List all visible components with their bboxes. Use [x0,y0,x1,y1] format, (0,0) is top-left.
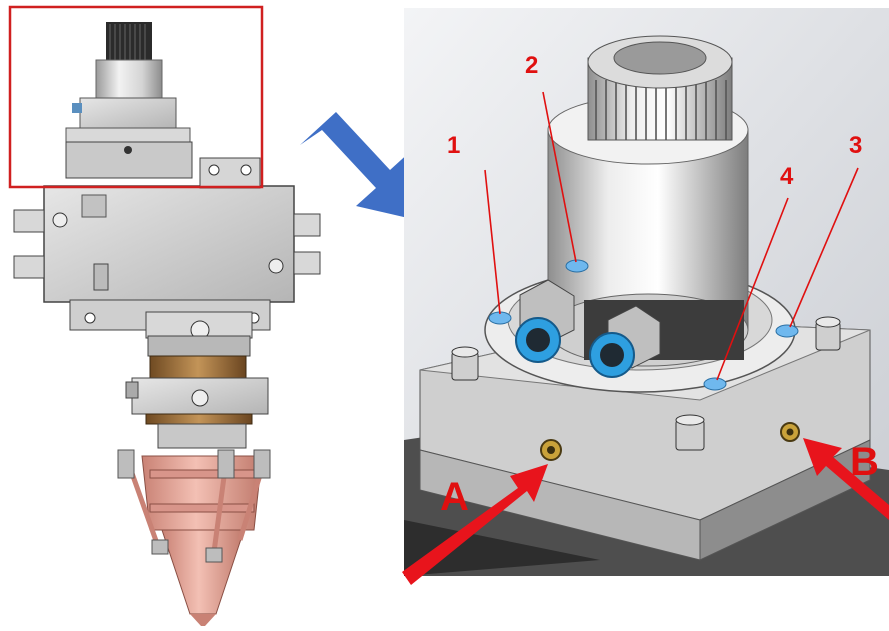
big-blue-arrow-icon [300,112,434,224]
callout-1: 1 [447,132,461,159]
port-label-b: B [850,440,879,484]
callout-3: 3 [849,132,863,159]
laser-head-overview [8,5,321,626]
callout-4: 4 [780,163,794,190]
closeup-view [404,8,889,576]
red-arrow-icon [402,438,889,585]
highlight-box [8,5,264,189]
port-label-a: A [440,475,469,519]
callout-lines [484,91,859,381]
callout-2: 2 [525,52,539,79]
